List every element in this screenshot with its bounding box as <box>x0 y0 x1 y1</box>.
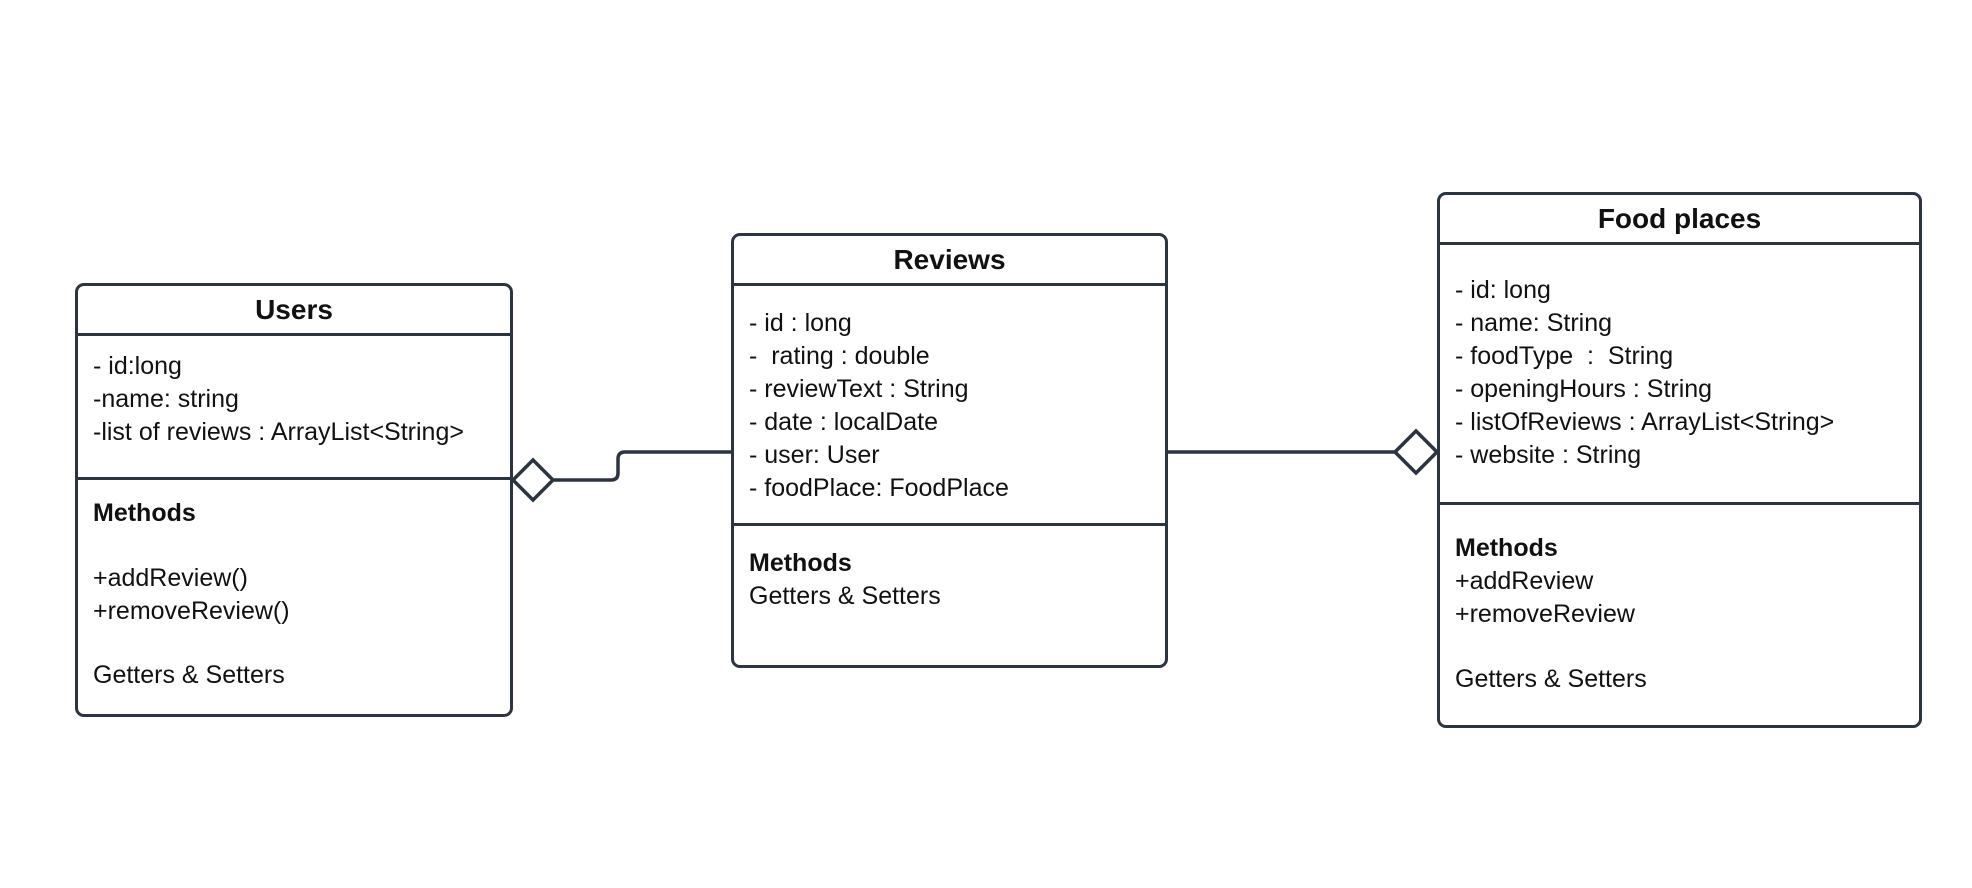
attributes-section-food-places: - id: long - name: String - foodType : S… <box>1440 245 1919 505</box>
methods-heading: Methods <box>93 499 196 527</box>
class-title-users: Users <box>78 286 510 336</box>
attributes-section-reviews: - id : long - rating : double - reviewTe… <box>734 286 1165 526</box>
method-list: +addReview +removeReview <box>1455 565 1911 631</box>
attribute-line: - rating : double <box>749 342 930 370</box>
attribute-line: - date : localDate <box>749 408 938 436</box>
getters-setters-label: Getters & Setters <box>749 582 941 610</box>
class-box-users: Users - id:long -name: string -list of r… <box>75 283 513 717</box>
attribute-line: - foodPlace: FoodPlace <box>749 474 1009 502</box>
method-line: +removeReview() <box>93 597 290 625</box>
method-line: +removeReview <box>1455 600 1635 628</box>
foodplaces-aggregation-diamond-icon <box>1392 428 1440 476</box>
methods-heading: Methods <box>749 549 852 577</box>
method-list: +addReview() +removeReview() <box>93 562 502 628</box>
attribute-line: - openingHours : String <box>1455 375 1713 403</box>
attribute-line: - name: String <box>1455 309 1613 337</box>
method-line: +addReview() <box>93 564 248 592</box>
attributes-section-users: - id:long -name: string -list of reviews… <box>78 336 510 480</box>
attribute-line: - id:long <box>93 352 182 380</box>
methods-section-users: Methods +addReview() +removeReview() Get… <box>78 480 510 714</box>
getters-setters-label: Getters & Setters <box>1455 665 1647 693</box>
attribute-line: - user: User <box>749 441 880 469</box>
attribute-line: - id : long <box>749 309 852 337</box>
attribute-line: - foodType : String <box>1455 342 1674 370</box>
class-title-food-places: Food places <box>1440 195 1919 245</box>
methods-heading: Methods <box>1455 534 1558 562</box>
class-box-food-places: Food places - id: long - name: String - … <box>1437 192 1922 728</box>
attribute-line: -list of reviews : ArrayList<String> <box>93 418 464 446</box>
class-title-reviews: Reviews <box>734 236 1165 286</box>
attribute-line: - reviewText : String <box>749 375 969 403</box>
attribute-line: - listOfReviews : ArrayList<String> <box>1455 408 1835 436</box>
class-box-reviews: Reviews - id : long - rating : double - … <box>731 233 1168 668</box>
methods-section-reviews: Methods Getters & Setters <box>734 526 1165 665</box>
methods-section-food-places: Methods +addReview +removeReview Getters… <box>1440 505 1919 725</box>
method-line: +addReview <box>1455 567 1594 595</box>
attribute-line: - id: long <box>1455 276 1551 304</box>
users-aggregation-diamond-icon <box>510 457 556 503</box>
users-reviews-connector-line <box>553 450 731 482</box>
attribute-line: -name: string <box>93 385 239 413</box>
attribute-line: - website : String <box>1455 441 1642 469</box>
getters-setters-label: Getters & Setters <box>93 661 285 689</box>
